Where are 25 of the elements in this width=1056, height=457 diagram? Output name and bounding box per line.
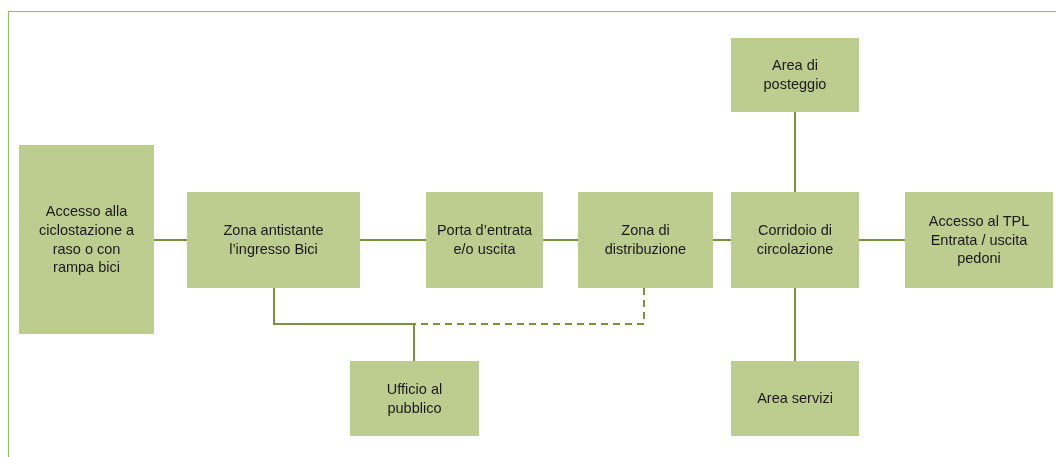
process-box <box>426 192 543 288</box>
connector-line <box>153 239 188 241</box>
connector-line <box>858 239 906 241</box>
box-label: Corridoio di circolazione <box>755 221 835 259</box>
box-label: Accesso al TPL Entrata / uscita pedoni <box>927 211 1031 269</box>
box-label: Zona di distribuzione <box>603 221 688 259</box>
box-label: Ufficio al pubblico <box>385 379 444 418</box>
process-box <box>905 192 1053 288</box>
process-box <box>578 192 713 288</box>
box-label: Porta d’entrata e/o uscita <box>435 221 534 259</box>
connector-line <box>359 239 427 241</box>
process-box <box>731 38 859 112</box>
process-box <box>731 192 859 288</box>
connector-line <box>712 239 732 241</box>
box-label: Area servizi <box>757 389 833 408</box>
connector-line <box>794 287 796 362</box>
box-label: Area di posteggio <box>762 56 828 94</box>
process-box <box>731 361 859 436</box>
process-box <box>350 361 479 436</box>
connector-line <box>542 239 579 241</box>
process-box <box>19 145 154 334</box>
connector-line <box>794 111 796 193</box>
box-label: Zona antistante l’ingresso Bici <box>222 221 325 259</box>
process-box <box>187 192 360 288</box>
box-label: Accesso alla ciclostazione a raso o con rampa bici <box>37 201 136 278</box>
